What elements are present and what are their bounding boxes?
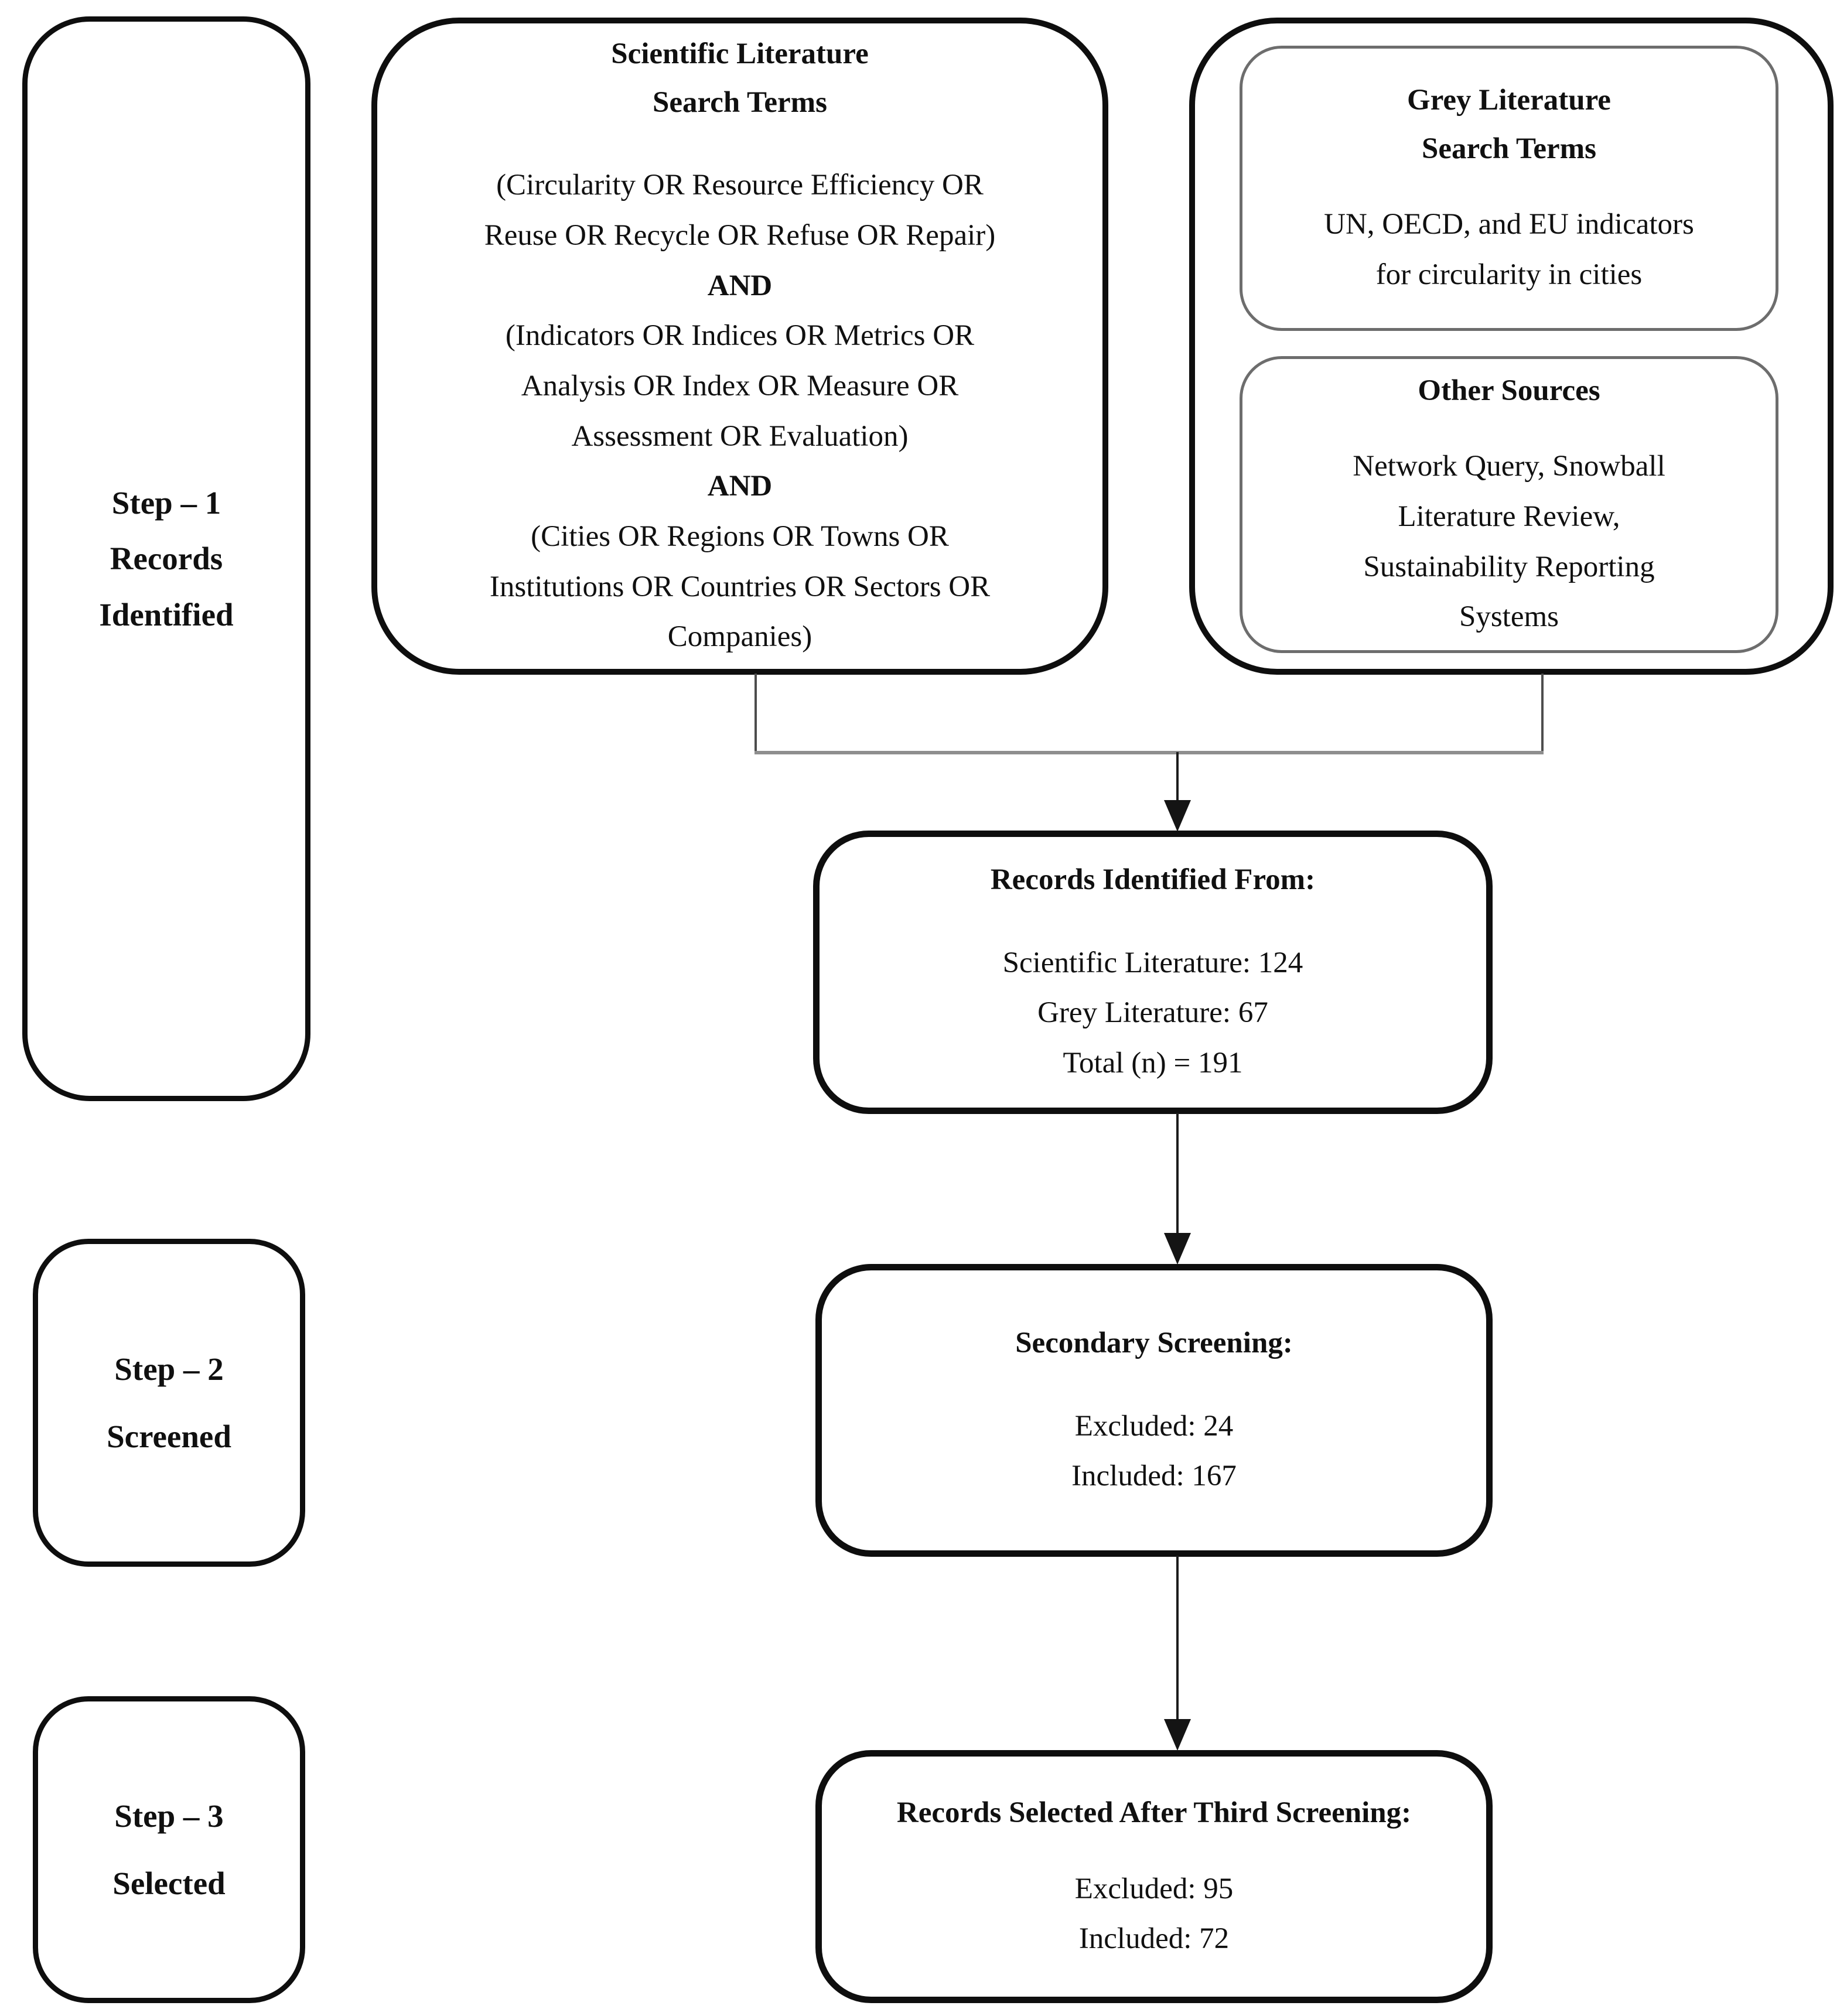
secondary-screening-title: Secondary Screening:: [1015, 1327, 1293, 1360]
third-screening-box: Records Selected After Third Screening: …: [815, 1750, 1493, 2003]
arrow-to-third-screening-head: [1164, 1719, 1191, 1751]
records-identified-box: Records Identified From: Scientific Lite…: [813, 831, 1493, 1114]
connector-grey-drop-line: [1541, 674, 1544, 753]
arrow-to-third-screening-line: [1176, 1556, 1179, 1721]
connector-scientific-drop-line: [754, 674, 757, 753]
arrow-to-records-identified-line: [1176, 752, 1179, 804]
other-sources-title: Other Sources: [1418, 374, 1600, 407]
arrow-to-secondary-screening-line: [1176, 1113, 1179, 1236]
grey-literature-group-box: Grey Literature Search Terms UN, OECD, a…: [1189, 18, 1834, 675]
scientific-literature-search-terms-box: Scientific Literature Search Terms (Circ…: [371, 18, 1108, 675]
connector-merge-line: [754, 751, 1544, 754]
grey-literature-title: Grey Literature Search Terms: [1407, 84, 1611, 165]
arrow-to-records-identified-head: [1164, 800, 1191, 832]
scientific-literature-title: Scientific Literature Search Terms: [611, 37, 869, 119]
arrow-to-secondary-screening-head: [1164, 1233, 1191, 1265]
grey-literature-search-terms-box: Grey Literature Search Terms UN, OECD, a…: [1240, 46, 1778, 331]
third-screening-title: Records Selected After Third Screening:: [896, 1796, 1412, 1830]
records-identified-title: Records Identified From:: [990, 863, 1316, 897]
